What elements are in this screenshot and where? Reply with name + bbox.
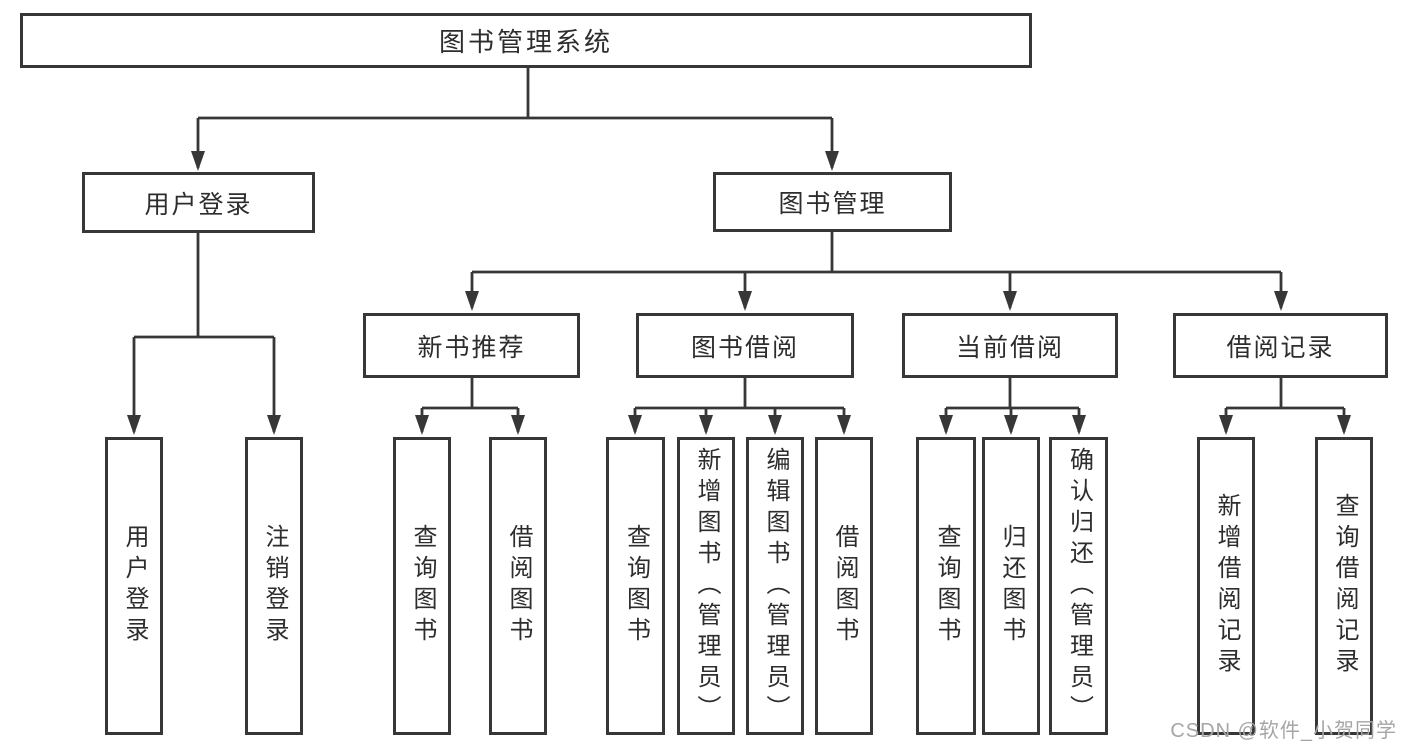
leaf-query-borrow-record: 查询借阅记录 (1315, 437, 1373, 735)
node-book-management: 图书管理 (713, 172, 952, 232)
node-book-borrow-label: 图书借阅 (690, 333, 799, 362)
leaf-add-borrow-record-label: 新增借阅记录 (1213, 493, 1240, 679)
node-user-login: 用户登录 (82, 172, 315, 233)
leaf-return-book-label: 归还图书 (998, 524, 1025, 648)
leaf-query-borrow-record-label: 查询借阅记录 (1331, 493, 1358, 679)
node-book-borrow: 图书借阅 (636, 313, 854, 378)
leaf-borrow-books-label: 借阅图书 (831, 524, 858, 648)
leaf-query-books-current-label: 查询图书 (933, 524, 960, 648)
node-borrow-records-label: 借阅记录 (1226, 333, 1335, 362)
leaf-edit-book-admin-label: 编辑图书（管理员） (762, 446, 789, 726)
leaf-add-book-admin: 新增图书（管理员） (677, 437, 735, 735)
leaf-confirm-return-admin: 确认归还（管理员） (1049, 437, 1108, 735)
node-new-book-recommend: 新书推荐 (363, 313, 580, 378)
leaf-return-book: 归还图书 (982, 437, 1040, 735)
leaf-borrow-books: 借阅图书 (815, 437, 873, 735)
leaf-add-book-admin-label: 新增图书（管理员） (693, 446, 720, 726)
node-current-borrow: 当前借阅 (902, 313, 1118, 378)
leaf-query-books-recommend: 查询图书 (393, 437, 451, 735)
node-new-book-recommend-label: 新书推荐 (417, 333, 526, 362)
leaf-add-borrow-record: 新增借阅记录 (1197, 437, 1255, 735)
node-user-login-label: 用户登录 (144, 190, 253, 219)
leaf-query-books-borrow: 查询图书 (606, 437, 665, 735)
csdn-watermark: CSDN @软件_小贺同学 (1170, 720, 1397, 742)
leaf-logout-label: 注销登录 (261, 524, 288, 648)
leaf-edit-book-admin: 编辑图书（管理员） (746, 437, 804, 735)
leaf-user-login: 用户登录 (105, 437, 163, 735)
leaf-borrow-books-recommend: 借阅图书 (489, 437, 547, 735)
leaf-user-login-label: 用户登录 (121, 524, 148, 648)
leaf-logout: 注销登录 (245, 437, 303, 735)
leaf-query-books-recommend-label: 查询图书 (409, 524, 436, 648)
leaf-query-books-current: 查询图书 (916, 437, 976, 735)
node-root: 图书管理系统 (20, 13, 1032, 68)
leaf-query-books-borrow-label: 查询图书 (622, 524, 650, 648)
node-book-management-label: 图书管理 (778, 190, 887, 218)
leaf-borrow-books-recommend-label: 借阅图书 (505, 524, 532, 648)
leaf-confirm-return-admin-label: 确认归还（管理员） (1065, 446, 1093, 726)
node-current-borrow-label: 当前借阅 (955, 333, 1064, 362)
node-borrow-records: 借阅记录 (1173, 313, 1388, 378)
node-root-label: 图书管理系统 (438, 27, 613, 57)
